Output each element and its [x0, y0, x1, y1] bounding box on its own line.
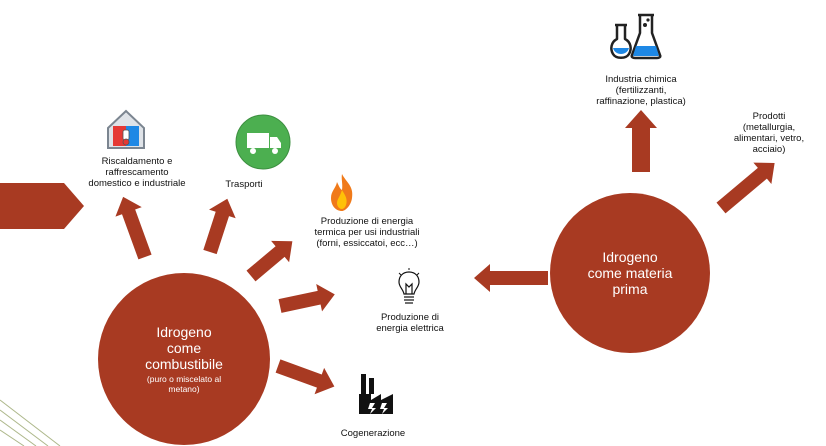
- left-chevron-arrow: [0, 183, 84, 229]
- fuel-hub-title-3: combustibile: [145, 356, 223, 372]
- factory-icon: [359, 374, 393, 414]
- label-products: Prodotti (metallurgia, alimentari, vetro…: [733, 111, 805, 155]
- label-chemical: Industria chimica (fertilizzanti, raffin…: [596, 74, 686, 107]
- arrow-to-electric-from-raw: [474, 264, 548, 292]
- flame-icon: [331, 174, 353, 211]
- fuel-hub-note-1: (puro o miscelato al: [146, 374, 222, 384]
- raw-hub-title-2: come materia: [587, 265, 673, 281]
- label-thermal: Produzione di energia termica per usi in…: [314, 216, 420, 249]
- raw-hub-title-3: prima: [612, 281, 648, 297]
- arrow-to-products: [716, 162, 775, 214]
- arrow-to-chemical: [625, 110, 657, 172]
- label-cogeneration: Cogenerazione: [340, 428, 406, 439]
- label-transport: Trasporti: [225, 179, 263, 190]
- fuel-hub-title-1: Idrogeno: [156, 324, 212, 340]
- lightbulb-icon: [398, 268, 420, 304]
- house-climate-icon: [107, 109, 145, 149]
- arrow-to-heating: [115, 196, 152, 260]
- fuel-hub-circle: Idrogeno come combustibile (puro o misce…: [98, 273, 270, 445]
- lab-flasks-icon: [610, 13, 662, 60]
- fuel-hub-note-2: metano): [168, 384, 200, 394]
- truck-icon: [235, 114, 291, 170]
- label-heating: Riscaldamento e raffrescamento domestico…: [88, 156, 186, 189]
- arrow-to-transport: [203, 198, 236, 255]
- label-electric: Produzione di energia elettrica: [376, 312, 444, 334]
- raw-material-hub-circle: Idrogeno come materia prima: [550, 193, 710, 353]
- arrow-to-thermal: [246, 240, 293, 282]
- raw-hub-title-1: Idrogeno: [602, 249, 658, 265]
- arrow-to-cogeneration: [275, 359, 335, 395]
- fuel-hub-title-2: come: [166, 340, 202, 356]
- arrow-to-electric: [278, 283, 335, 313]
